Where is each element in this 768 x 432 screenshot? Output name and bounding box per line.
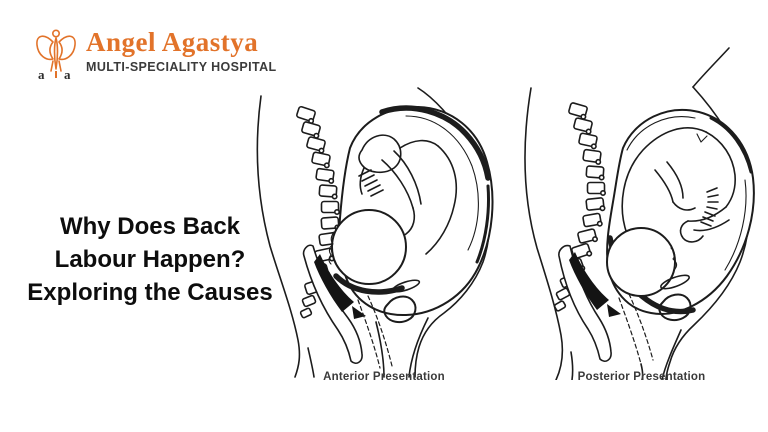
mother-back-line [524,87,564,380]
svg-text:a: a [64,67,71,81]
fetus-toes-2 [700,211,716,227]
amniotic-membrane-side [724,179,747,271]
svg-text:a: a [38,67,45,81]
title-line-3: Exploring the Causes [27,279,273,306]
fetus-thigh [358,134,402,174]
pubic-bone [391,279,421,293]
hospital-tagline: MULTI-SPECIALITY HOSPITAL [86,60,277,74]
ischial-pad [383,295,417,324]
fetus-arm-outer [666,161,684,199]
fetus-buttock [705,131,736,208]
angel-icon: a a [36,29,76,81]
mother-leg-back-line [307,347,315,378]
fetus-hand [672,201,696,211]
fetus-posterior [606,127,736,297]
sacral-wedge [314,254,354,312]
fetus-head [331,209,407,285]
fetus-arm-inner [654,169,674,203]
fetus-arm-outer [381,159,414,209]
fetus-toes [706,187,719,210]
fetus-leg [693,219,730,232]
pubic-bone [660,274,690,290]
perineum-line [640,363,644,380]
mother-inner-thigh-line [408,317,429,378]
fetus-foot [679,220,704,243]
birth-canal-line-1 [618,297,642,365]
sacral-wedge [569,252,609,310]
fetus-anterior [328,134,458,285]
fetus-cord-coils [358,169,384,197]
caption-posterior: Posterior Presentation [577,371,706,383]
perineum-line [375,321,385,378]
rectum-channel [558,244,612,362]
rectum-channel [302,244,363,364]
birth-canal-line-2 [628,293,654,361]
mother-inner-thigh-line [661,329,682,380]
mother-chest-line [692,47,730,88]
fetus-neck [399,139,439,149]
fetus-face [328,231,335,265]
birth-canal-line-1 [357,299,381,369]
uterine-wall-band [379,105,491,181]
posterior-presentation-diagram [524,47,755,380]
amniotic-membrane [405,115,479,251]
birth-canal-line-2 [367,295,393,367]
ischial-pad [658,293,692,322]
amniotic-membrane-top [626,116,696,151]
fetus-back [621,127,707,235]
uterine-wall-side [475,184,490,264]
fetus-face [670,247,678,270]
hospital-name: Angel Agastya [86,27,259,57]
slide-title: Why Does Back Labour Happen? Exploring t… [4,210,296,309]
fetus-head [606,227,676,297]
cervix-wedge [352,306,366,319]
caption-anterior: Anterior Presentation [323,371,445,383]
title-line-1: Why Does Back [59,213,241,240]
title-line-2: Labour Happen? [54,246,246,273]
fetus-arm-inner [393,150,422,205]
lower-segment-band [333,273,405,295]
cervix-wedge [607,304,621,317]
fetus-back [425,145,458,255]
mother-back-line [256,95,301,378]
uterine-wall-band-top [709,116,753,174]
hospital-logo: a a Angel Agastya MULTI-SPECIALITY HOSPI… [34,27,277,81]
fetus-calf [359,167,365,195]
anterior-presentation-diagram [256,87,494,378]
fetus-neck-mark [696,133,708,143]
mother-leg-back-line [570,351,574,380]
